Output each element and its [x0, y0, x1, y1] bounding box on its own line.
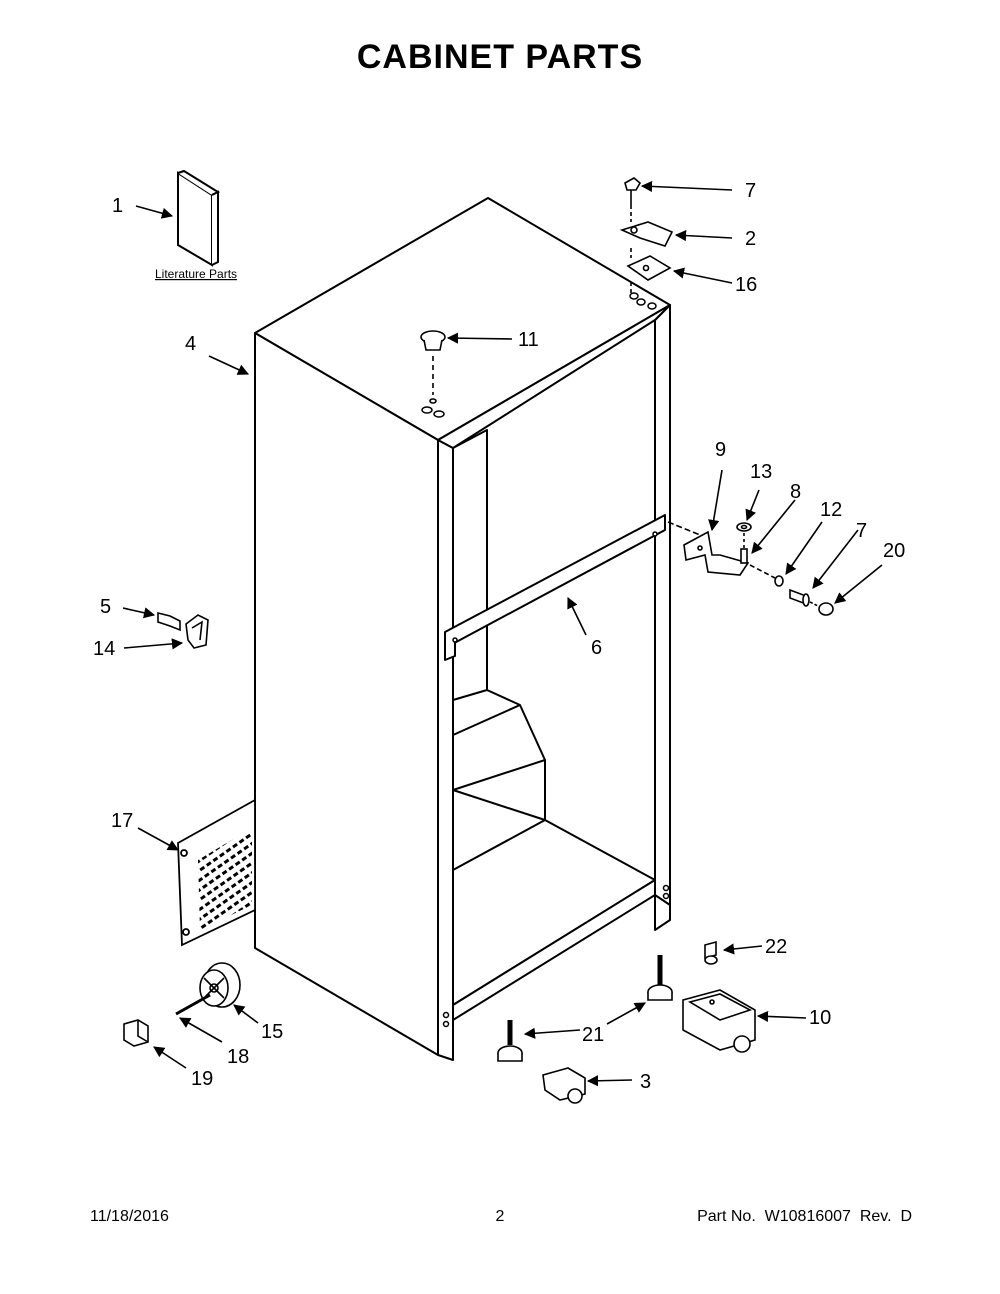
footer-page-number: 2: [495, 1208, 505, 1225]
callout-6: 6: [591, 637, 602, 659]
cabinet-front-right-post: [654, 304, 671, 931]
callout-numbers: 1 4 7 2 16 11 9 13 8 12 7 20 6 5 14 17 2…: [93, 180, 905, 1093]
roller-cap: [123, 1019, 149, 1047]
footer-date: 11/18/2016: [90, 1208, 169, 1225]
callout-5: 5: [100, 596, 111, 618]
literature-book: [177, 169, 221, 267]
callout-2: 2: [745, 228, 756, 250]
door-stop-screw: [157, 611, 181, 632]
center-hinge: [683, 530, 750, 576]
cabinet-front-left-post: [437, 439, 454, 1061]
callout-1: 1: [112, 195, 123, 217]
mullion-rail: [444, 514, 666, 649]
cabinet-body: [254, 197, 671, 1061]
cabinet-interior-step: [452, 689, 546, 821]
callout-18: 18: [227, 1046, 249, 1068]
door-stop: [185, 614, 209, 649]
hinge-cap: [818, 602, 834, 616]
literature-label: Literature Parts: [155, 267, 237, 281]
callout-11: 11: [518, 329, 539, 351]
hinge-pin: [740, 548, 748, 564]
roller-axle: [175, 993, 211, 1016]
callout-19: 19: [191, 1068, 213, 1090]
top-hinge-parts: [619, 177, 674, 294]
cabinet-holes: [421, 292, 670, 1028]
callout-10: 10: [809, 1007, 831, 1029]
callout-3: 3: [640, 1071, 651, 1093]
callout-7-top: 7: [745, 180, 756, 202]
hinge-spacer: [774, 575, 784, 587]
page-title: CABINET PARTS: [356, 38, 644, 76]
callout-8: 8: [790, 481, 801, 503]
callout-17: 17: [111, 810, 133, 832]
callout-20: 20: [883, 540, 905, 562]
callout-16: 16: [735, 274, 757, 296]
callout-15: 15: [261, 1021, 283, 1043]
center-hinge-parts: [667, 521, 834, 616]
callout-9: 9: [715, 439, 726, 461]
callout-12: 12: [820, 499, 842, 521]
front-feet-parts: [497, 940, 756, 1104]
cabinet-left-side: [254, 332, 439, 1056]
footer-part-number: Part No. W10816007 Rev. D: [697, 1208, 912, 1225]
door-stop-parts: [157, 611, 209, 649]
callout-13: 13: [750, 461, 772, 483]
callout-22: 22: [765, 936, 787, 958]
hinge-screw: [624, 177, 642, 191]
callout-leaders: [122, 180, 883, 1087]
roller-screw: [704, 940, 717, 960]
rear-roller-parts: [123, 962, 241, 1047]
hole-plug: [420, 330, 446, 404]
callout-4: 4: [185, 333, 196, 355]
callout-21: 21: [582, 1024, 604, 1046]
top-hinge: [619, 221, 674, 247]
cabinet-front-top-frame: [437, 304, 671, 449]
rear-access-grille: [177, 798, 256, 947]
callout-7-center: 7: [856, 520, 867, 542]
callout-14: 14: [93, 638, 115, 660]
